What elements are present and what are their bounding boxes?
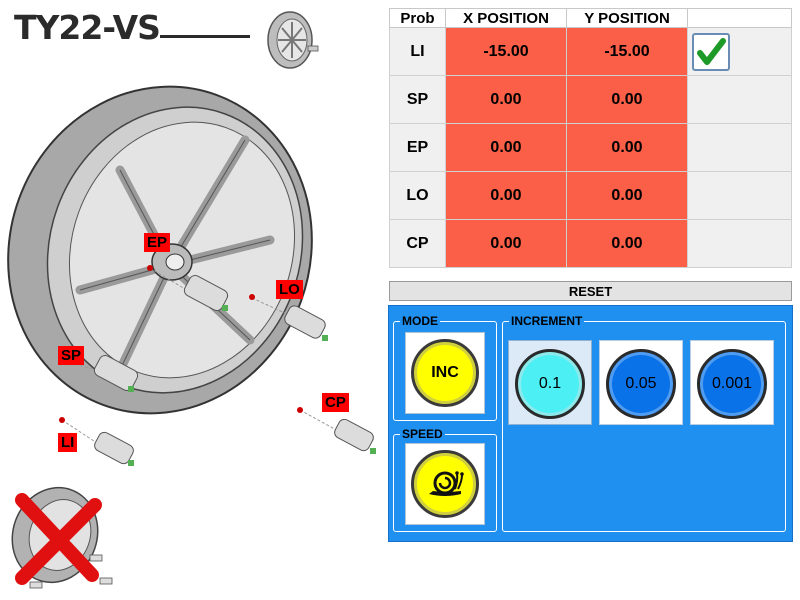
- header-probe: Prob: [389, 8, 446, 28]
- speed-group-title: SPEED: [400, 427, 445, 441]
- y-position-cell[interactable]: 0.00: [566, 75, 688, 124]
- increment-option-0-05[interactable]: 0.05: [599, 340, 683, 425]
- probe-cylinders: [93, 275, 374, 465]
- x-position-cell[interactable]: 0.00: [445, 171, 567, 220]
- header-status: [687, 8, 792, 28]
- model-title: TY22-VS: [14, 8, 161, 47]
- status-cell: [687, 123, 792, 172]
- y-position-cell[interactable]: 0.00: [566, 171, 688, 220]
- label-cp: CP: [322, 393, 349, 412]
- increment-value: 0.1: [515, 349, 585, 419]
- increment-group: INCREMENT 0.1 0.05 0.001: [502, 314, 786, 532]
- probe-name: SP: [389, 75, 446, 124]
- status-cell: [687, 75, 792, 124]
- x-position-cell[interactable]: 0.00: [445, 123, 567, 172]
- increment-group-title: INCREMENT: [509, 314, 585, 328]
- thumbnail-wheel-icon: [267, 11, 319, 69]
- label-lo: LO: [276, 280, 303, 299]
- cancel-wheel-icon: [11, 486, 113, 589]
- speed-button[interactable]: [405, 443, 485, 525]
- speed-group: SPEED: [393, 427, 497, 532]
- increment-option-0-1[interactable]: 0.1: [508, 340, 592, 425]
- table-header-row: Prob X POSITION Y POSITION: [389, 8, 792, 28]
- y-position-cell[interactable]: -15.00: [566, 27, 688, 76]
- probe-name: LO: [389, 171, 446, 220]
- increment-value: 0.05: [606, 349, 676, 419]
- table-row[interactable]: LI -15.00 -15.00: [389, 27, 792, 76]
- control-panel: MODE INC SPEED INCREMENT: [388, 305, 793, 542]
- probe-position-table: Prob X POSITION Y POSITION LI -15.00 -15…: [389, 8, 792, 268]
- check-icon[interactable]: [692, 32, 730, 71]
- status-cell: [687, 171, 792, 220]
- table-row[interactable]: EP 0.00 0.00: [389, 123, 792, 172]
- increment-value: 0.001: [697, 349, 767, 419]
- main-wheel: [7, 85, 313, 415]
- table-row[interactable]: CP 0.00 0.00: [389, 219, 792, 268]
- label-sp: SP: [58, 346, 85, 365]
- y-position-cell[interactable]: 0.00: [566, 123, 688, 172]
- snail-icon: [411, 450, 479, 518]
- x-position-cell[interactable]: 0.00: [445, 219, 567, 268]
- probe-name: EP: [389, 123, 446, 172]
- mode-value: INC: [411, 339, 479, 407]
- y-position-cell[interactable]: 0.00: [566, 219, 688, 268]
- increment-option-0-001[interactable]: 0.001: [690, 340, 774, 425]
- mode-group: MODE INC: [393, 314, 497, 421]
- wheel-drawing: [7, 11, 376, 589]
- x-position-cell[interactable]: 0.00: [445, 75, 567, 124]
- mode-button[interactable]: INC: [405, 332, 485, 414]
- header-x-position: X POSITION: [445, 8, 567, 28]
- table-row[interactable]: LO 0.00 0.00: [389, 171, 792, 220]
- probe-name: CP: [389, 219, 446, 268]
- status-cell: [687, 219, 792, 268]
- x-position-cell[interactable]: -15.00: [445, 27, 567, 76]
- mode-group-title: MODE: [400, 314, 440, 328]
- wheel-illustration: TY22-VS: [0, 0, 385, 600]
- label-li: LI: [58, 433, 78, 452]
- reset-button[interactable]: RESET: [389, 281, 792, 301]
- probe-name: LI: [389, 27, 446, 76]
- label-ep: EP: [144, 233, 171, 252]
- header-y-position: Y POSITION: [566, 8, 688, 28]
- title-underline: [160, 35, 250, 38]
- table-row[interactable]: SP 0.00 0.00: [389, 75, 792, 124]
- status-cell: [687, 27, 792, 76]
